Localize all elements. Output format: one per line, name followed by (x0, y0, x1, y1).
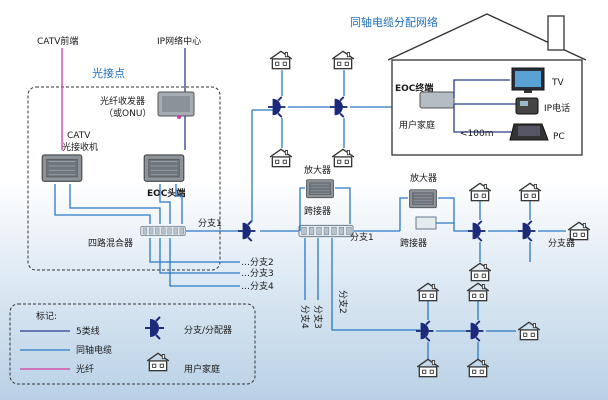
coax-bottom-drops (427, 300, 479, 360)
branch1-left-label: 分支1 (198, 217, 222, 229)
tv-label: TV (551, 78, 564, 88)
branch-right-label: 分支器 (548, 237, 575, 249)
legend-splitter-label: 分支/分配器 (184, 324, 232, 336)
home-icon (416, 358, 440, 378)
coax-branch3-out (159, 238, 240, 274)
splitter-top-1 (268, 96, 287, 118)
branch1-mid-label: 分支1 (350, 231, 374, 243)
onu-label: （或ONU） (104, 107, 151, 119)
legend-home-label: 用户家庭 (184, 363, 220, 375)
legend-splitter-icon (145, 316, 165, 340)
optical-receiver-label: 光接收机 (62, 141, 98, 153)
ip-phone-icon (515, 97, 539, 115)
splitter-right-1 (468, 220, 487, 242)
branch3-label: …分支3 (241, 267, 274, 279)
coax-right-drops (479, 200, 531, 262)
coax-eoc-to-mixer-2 (175, 184, 183, 224)
fiber-transceiver-device (157, 91, 195, 119)
splitter-bottom-1 (416, 320, 435, 342)
home-icon (466, 358, 490, 378)
coax-branch2-out (149, 238, 240, 263)
fiber-transceiver-label: 光纤收发器 (100, 95, 145, 107)
legend-home-icon (146, 352, 170, 372)
ip-center-label: IP网络中心 (157, 35, 201, 47)
home-icon (517, 321, 541, 341)
vbranch4-label: 分支4 (299, 305, 311, 329)
coax-amp1-loop (299, 187, 351, 231)
eoc-head-label: EOC头端 (147, 187, 185, 199)
home-icon (269, 50, 293, 70)
eoc-head-device (143, 154, 185, 182)
distance-label: <100m (460, 129, 494, 139)
home-icon (468, 262, 492, 282)
diagram-title: 同轴电缆分配网络 (350, 15, 438, 29)
legend-coax-label: 同轴电缆 (76, 344, 112, 356)
cat5-home-links (453, 79, 516, 133)
home-icon (466, 282, 490, 302)
amp2-label: 放大器 (410, 172, 437, 184)
four-way-mixer-device (140, 225, 186, 237)
user-home-label: 用户家庭 (399, 119, 435, 131)
bridger1-label: 跨接器 (304, 205, 331, 217)
eoc-terminal-device (419, 91, 455, 109)
coax-eoc-to-mixer (159, 184, 171, 224)
vbranch3-label: 分支3 (312, 305, 324, 329)
legend-fiber-label: 光纤 (76, 363, 94, 375)
legend-cat5-label: 5类线 (76, 325, 100, 337)
mixer-label: 四路混合器 (88, 237, 133, 249)
home-icon (518, 182, 542, 202)
home-icon (269, 148, 293, 168)
home-icon (567, 221, 591, 241)
splitter-bottom-2 (466, 320, 485, 342)
coax-up-branch (251, 109, 275, 222)
amplifier-2-device (409, 189, 437, 209)
amplifier-1-device (306, 179, 334, 199)
bridger-1-device (298, 224, 354, 238)
home-icon (468, 182, 492, 202)
branch2-label: …分支2 (241, 256, 274, 268)
coax-branch4-out (169, 238, 240, 287)
coax-receiver-to-mixer (54, 184, 151, 224)
bridger2-label: 跨接器 (400, 237, 427, 249)
ip-phone-label: IP电话 (544, 102, 570, 114)
amp1-label: 放大器 (304, 164, 331, 176)
legend-title: 标记: (36, 310, 57, 322)
eoc-terminal-label: EOC终端 (395, 82, 433, 94)
splitter-right-2 (518, 220, 537, 242)
splitter-top-2 (330, 96, 349, 118)
tv-icon (511, 67, 545, 93)
legend-frame (9, 303, 256, 385)
optical-node-frame (27, 86, 221, 271)
branch4-label: …分支4 (241, 280, 274, 292)
coax-vertical-branches (304, 238, 420, 331)
home-icon (416, 282, 440, 302)
catv-optical-receiver-device (41, 154, 83, 182)
optical-node-label: 光接点 (92, 66, 125, 80)
bridger-2-device (415, 216, 437, 230)
vbranch2-label: 分支2 (337, 290, 349, 314)
coax-top-drops (281, 70, 345, 148)
coax-amp2-loop (399, 197, 470, 232)
pc-label: PC (553, 132, 565, 142)
catv-head-label: CATV前端 (37, 35, 78, 47)
coax-receiver-to-mixer-2 (69, 184, 161, 224)
home-icon (331, 148, 355, 168)
splitter-main (238, 220, 257, 242)
catv-label: CATV (67, 131, 91, 141)
pc-icon (509, 123, 549, 141)
home-icon (331, 50, 355, 70)
